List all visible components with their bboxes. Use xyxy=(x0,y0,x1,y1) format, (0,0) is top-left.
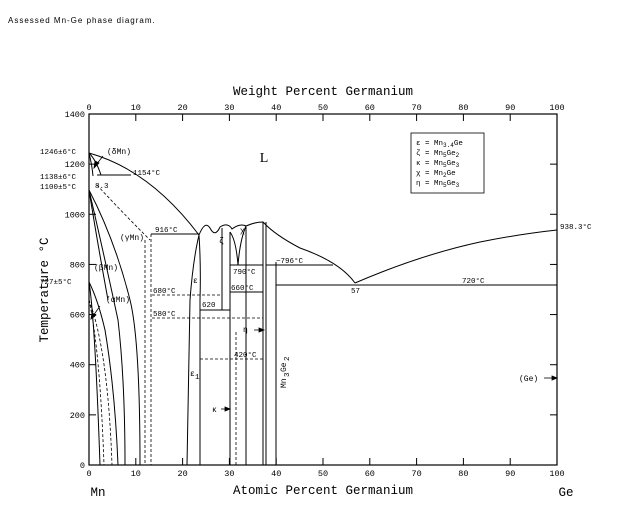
top-tick-label: 100 xyxy=(549,103,564,113)
y-tick-label: 1000 xyxy=(65,210,85,220)
legend-entry: ζ = Mn5Ge2 xyxy=(416,150,460,159)
label-660: 660°C xyxy=(231,284,254,293)
x-tick-label: 0 xyxy=(86,469,91,479)
x-tick-label: 60 xyxy=(365,469,375,479)
y-tick-label: 1400 xyxy=(65,110,85,120)
label-zeta: ζ xyxy=(219,237,224,246)
label-arrows xyxy=(90,155,559,412)
x-tick-label: 30 xyxy=(224,469,234,479)
svg-text:2: 2 xyxy=(284,356,292,361)
legend-box xyxy=(410,132,485,194)
label-eta: η xyxy=(243,326,248,335)
svg-text:3: 3 xyxy=(284,372,292,377)
figure-caption: Assessed Mn-Ge phase diagram. xyxy=(8,16,156,25)
label-680: 680°C xyxy=(153,287,176,296)
x-tick-label: 10 xyxy=(131,469,141,479)
top-tick-label: 60 xyxy=(365,103,375,113)
label-938: 938.3°C xyxy=(560,223,592,232)
y-tick-label: 1200 xyxy=(65,160,85,170)
legend-entry: χ = Mn2Ge xyxy=(416,170,456,179)
top-tick-label: 10 xyxy=(131,103,141,113)
y-tick-label: 0 xyxy=(80,461,85,471)
label-720: 720°C xyxy=(462,277,485,286)
legend-entry: κ = Mn5Ge3 xyxy=(416,160,460,169)
label-kappa: κ xyxy=(212,406,217,415)
top-tick-label: 80 xyxy=(458,103,468,113)
label-580: 580°C xyxy=(153,310,176,319)
bottom-axis-title: Atomic Percent Germanium xyxy=(233,484,413,498)
phase-boundaries xyxy=(88,152,558,466)
label-8-3: 8.3 xyxy=(95,183,109,191)
top-tick-label: 50 xyxy=(318,103,328,113)
label-1246: 1246±6°C xyxy=(40,148,77,157)
label-chi: χ xyxy=(240,227,245,236)
y-tick-label: 600 xyxy=(70,311,85,321)
x-tick-label: 70 xyxy=(411,469,421,479)
label-gamma-mn: (γMn) xyxy=(120,234,144,243)
dashed-boundaries xyxy=(88,184,263,466)
label-1154: 1154°C xyxy=(133,169,161,178)
liquid-label: L xyxy=(260,151,269,166)
y-tick-label: 200 xyxy=(70,411,85,421)
top-tick-label: 70 xyxy=(411,103,421,113)
x-tick-label: 90 xyxy=(505,469,515,479)
label-790: 790°C xyxy=(233,268,256,277)
x-tick-label: 40 xyxy=(271,469,281,479)
label-620: 620 xyxy=(202,302,216,310)
label-727: 727±5°C xyxy=(40,278,72,287)
label-alpha-mn: (αMn) xyxy=(106,296,130,305)
top-tick-label: 0 xyxy=(86,103,91,113)
label-1100: 1100±5°C xyxy=(40,183,77,192)
top-tick-label: 40 xyxy=(271,103,281,113)
y-axis-title: Temperature °C xyxy=(38,237,52,342)
x-tick-label: 50 xyxy=(318,469,328,479)
label-420: 420°C xyxy=(234,351,257,360)
element-left-label: Mn xyxy=(90,486,105,500)
label-57: 57 xyxy=(351,288,360,296)
x-tick-label: 80 xyxy=(458,469,468,479)
label-epsilon1: ε xyxy=(190,370,195,379)
label-mn3ge2: Mn 3 Ge 2 xyxy=(280,356,292,388)
label-1138: 1138±6°C xyxy=(40,173,77,182)
legend-entry: ε = Mn3.4Ge xyxy=(416,140,463,149)
y-tick-label: 400 xyxy=(70,361,85,371)
x-tick-label: 100 xyxy=(549,469,564,479)
top-tick-label: 30 xyxy=(224,103,234,113)
label-ge-phase: (Ge) xyxy=(519,375,538,384)
label-beta-mn: (βMn) xyxy=(94,264,118,273)
x-tick-label: 20 xyxy=(177,469,187,479)
svg-text:Mn: Mn xyxy=(280,378,289,388)
label-916: 916°C xyxy=(155,226,178,235)
legend-entry: η = Mn5Ge3 xyxy=(416,180,460,189)
y-tick-label: 800 xyxy=(70,260,85,270)
top-tick-label: 20 xyxy=(177,103,187,113)
svg-text:Ge: Ge xyxy=(280,362,289,372)
label-epsilon1-sub: 1 xyxy=(195,374,200,382)
top-axis-title: Weight Percent Germanium xyxy=(233,85,413,99)
label-epsilon: ε xyxy=(193,277,198,286)
top-tick-label: 90 xyxy=(505,103,515,113)
label-delta-mn: (δMn) xyxy=(107,148,131,157)
element-right-label: Ge xyxy=(558,486,573,500)
label-796: ~796°C xyxy=(276,257,304,266)
